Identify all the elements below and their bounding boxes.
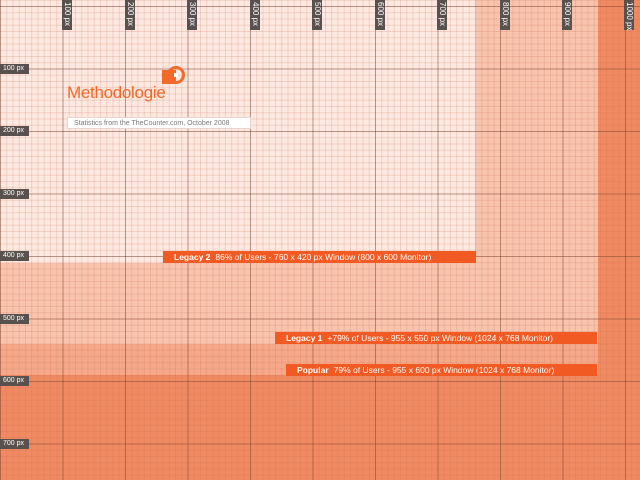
ruler-top-mark: 100 px	[62, 0, 72, 30]
ruler-top-mark: 500 px	[312, 0, 322, 30]
page-title: Methodologie	[67, 83, 166, 102]
ruler-top-mark: 700 px	[437, 0, 447, 30]
ruler-top-mark: 1000 px	[624, 0, 634, 31]
legacy2-name: Legacy 2	[174, 252, 211, 262]
popular-text: 79% of Users - 955 x 600 px Window (1024…	[333, 365, 555, 375]
ruler-top-mark: 600 px	[375, 0, 385, 30]
legacy2-label: Legacy 2 86% of Users - 760 x 420 px Wind…	[163, 251, 476, 263]
popular-name: Popular	[297, 365, 329, 375]
legacy2-window-zone	[0, 0, 475, 263]
ruler-left-mark: 300 px	[0, 189, 29, 199]
legacy2-text: 86% of Users - 760 x 420 px Window (800 …	[215, 252, 432, 262]
ruler-top-mark: 200 px	[125, 0, 135, 30]
legacy1-label: Legacy 1 +79% of Users - 955 x 550 px Win…	[275, 332, 597, 344]
ruler-left-mark: 700 px	[0, 439, 29, 449]
methodologie-logo-icon	[162, 66, 185, 84]
ruler-top-mark: 400 px	[250, 0, 260, 30]
legacy1-name: Legacy 1	[286, 333, 323, 343]
subtitle: Statistics from the TheCounter.com, Octo…	[67, 117, 251, 129]
ruler-top-mark: 900 px	[562, 0, 572, 30]
ruler-top-mark: 300 px	[187, 0, 197, 30]
ruler-left-mark: 100 px	[0, 64, 29, 74]
ruler-left-mark: 600 px	[0, 376, 29, 386]
popular-label: Popular 79% of Users - 955 x 600 px Windo…	[286, 364, 597, 376]
ruler-left-mark: 200 px	[0, 126, 29, 136]
legacy1-text: +79% of Users - 955 x 550 px Window (102…	[327, 333, 553, 343]
ruler-left-mark: 400 px	[0, 251, 29, 261]
ruler-left-mark: 500 px	[0, 314, 29, 324]
ruler-top-mark: 800 px	[500, 0, 510, 30]
